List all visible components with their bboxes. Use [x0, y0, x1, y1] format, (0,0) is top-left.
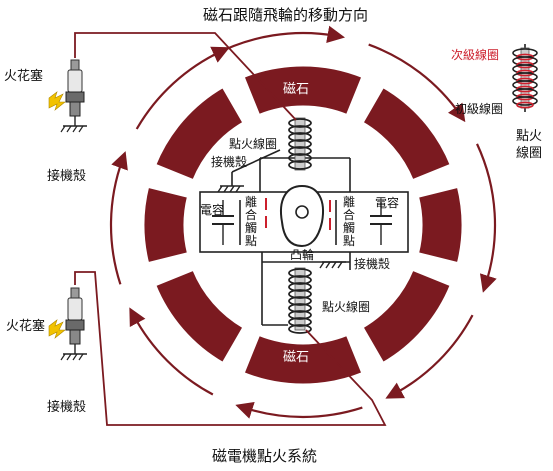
- secondary-winding: [516, 77, 534, 85]
- ground-hatch: [66, 353, 72, 361]
- ground-coil-label-bottom: 接機殼: [354, 257, 391, 271]
- coil-winding: [288, 303, 312, 313]
- ground-label-bottom: 接機殼: [47, 400, 87, 415]
- direction-title: 磁石跟隨飛輪的移動方向: [203, 6, 369, 24]
- coil-winding: [288, 132, 312, 142]
- coil-winding: [288, 118, 312, 128]
- spark-plug-top: [48, 59, 87, 133]
- ground-coil-label-top: 接機殼: [211, 155, 248, 169]
- ignition-coil-label-bottom: 點火線圈: [322, 300, 371, 314]
- coil-core: [294, 117, 306, 171]
- secondary-winding: [516, 85, 534, 93]
- spark-plug-label-bottom: 火花塞: [6, 319, 46, 334]
- coil-winding: [288, 310, 312, 320]
- breaker-contacts: [265, 198, 331, 230]
- ground-hatch: [78, 353, 84, 361]
- ground-hatch: [72, 125, 78, 133]
- ignition-coil-label-side: 點火線圈: [515, 129, 542, 161]
- cam-label: 凸輪: [290, 248, 315, 262]
- secondary-winding: [516, 69, 534, 77]
- rotation-arrow: [109, 151, 128, 285]
- plug-thread: [69, 101, 81, 117]
- magnet-segment: [359, 267, 454, 366]
- rotation-arrow: [212, 25, 346, 57]
- rotation-arrow: [235, 401, 363, 419]
- coil-winding: [288, 296, 312, 306]
- plug-terminal: [70, 287, 80, 299]
- spark-plugs: [48, 59, 87, 361]
- capacitor-left-symbol: [212, 200, 234, 245]
- secondary-winding: [516, 61, 534, 69]
- coil-winding: [288, 289, 312, 299]
- coil-winding: [288, 146, 312, 156]
- coil-winding: [288, 139, 312, 149]
- magnet-segment: [152, 267, 247, 366]
- capacitor-right-symbol: [370, 200, 392, 245]
- coil-winding: [288, 317, 312, 327]
- rotation-arrow: [385, 314, 474, 399]
- magnet-ring: [141, 63, 465, 387]
- breaker-label-right: 離合觸點: [342, 195, 355, 248]
- coil-winding: [288, 268, 312, 278]
- ground-hatch: [72, 353, 78, 361]
- secondary-coil-label: 次級線圈: [451, 48, 500, 62]
- coil-winding: [288, 275, 312, 285]
- ignition-coil-bottom: [288, 267, 312, 334]
- plug-terminal: [70, 59, 80, 71]
- primary-coil-label: 初級線圈: [455, 102, 504, 116]
- secondary-winding: [516, 93, 534, 101]
- capacitor-label-left: 電容: [200, 203, 225, 217]
- rotation-arrows: [109, 25, 497, 419]
- rotation-arrow: [129, 307, 214, 396]
- capacitor-label-right: 電容: [375, 196, 400, 210]
- primary-winding: [512, 96, 538, 106]
- side-ignition-coil: [512, 44, 538, 112]
- coil-ground-symbols: [217, 185, 346, 269]
- ignition-coil-label-top: 點火線圈: [229, 137, 278, 151]
- ground-label-top: 接機殼: [47, 169, 87, 184]
- ground-hatch: [60, 125, 66, 133]
- plug-insulator: [67, 69, 83, 93]
- coil-winding: [288, 153, 312, 163]
- magnet-segment: [141, 184, 191, 266]
- spark-icon: [48, 91, 66, 111]
- plug-hex: [65, 319, 85, 331]
- magnet-segment: [359, 84, 454, 183]
- spark-plug-wiring: [74, 32, 387, 426]
- plug-insulator: [67, 297, 83, 321]
- magnet-segment: [241, 332, 365, 387]
- spark-plug-bottom: [48, 287, 87, 361]
- plug-hex: [65, 91, 85, 103]
- ignition-coils: [288, 117, 312, 334]
- magnet-segment: [415, 184, 465, 266]
- secondary-winding: [516, 53, 534, 61]
- coil-winding: [288, 125, 312, 135]
- magnet-segment: [152, 84, 247, 183]
- spark-icon: [48, 319, 66, 339]
- plug-thread: [69, 329, 81, 345]
- coil-winding: [288, 160, 312, 170]
- coil-winding: [288, 282, 312, 292]
- rotation-arrow: [135, 46, 230, 130]
- diagram-caption: 磁電機點火系統: [212, 447, 318, 465]
- coil-core: [294, 267, 306, 331]
- rotation-arrow: [476, 143, 497, 293]
- rotation-arrow: [368, 43, 466, 123]
- breaker-label-left: 離合觸點: [244, 195, 257, 248]
- ground-hatch: [66, 125, 72, 133]
- magnet-label-bottom: 磁石: [283, 350, 310, 365]
- coil-winding: [288, 324, 312, 334]
- spark-plug-label-top: 火花塞: [4, 69, 44, 84]
- ignition-coil-top: [288, 117, 312, 171]
- ground-hatch: [60, 353, 66, 361]
- ground-hatch: [78, 125, 84, 133]
- magnet-segment: [241, 63, 365, 118]
- secondary-winding: [516, 101, 534, 109]
- cam: [280, 184, 324, 248]
- magnet-label-top: 磁石: [283, 82, 310, 97]
